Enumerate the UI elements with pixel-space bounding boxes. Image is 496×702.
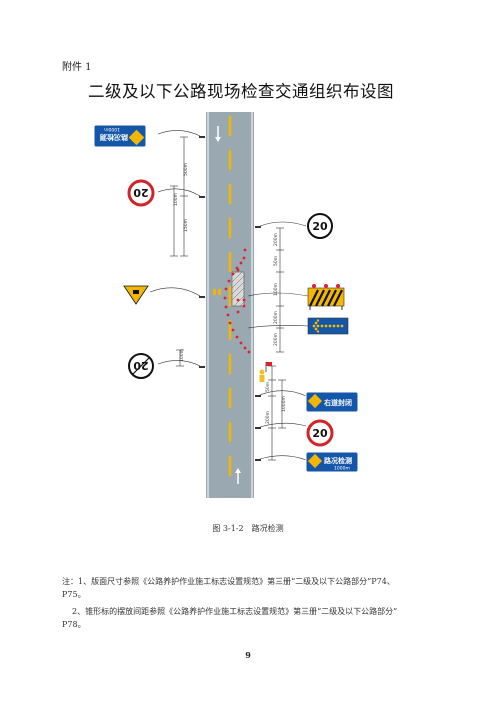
speed-limit-sign-right-top: 20 [307, 213, 333, 239]
dimension-lines-left [170, 136, 188, 367]
work-zone [231, 271, 245, 307]
speed-limit-value-left-top: 20 [133, 186, 149, 199]
dim-d1: 500m [183, 163, 189, 176]
page-title: 二级及以下公路现场检查交通组织布设图 [88, 82, 394, 101]
note-2-line-1: 2、锥形标的摆放间距参照《公路养护作业施工标志设置规范》第三册“二级及以下公路部… [72, 607, 398, 616]
flagman [259, 362, 272, 382]
inspection-distance-left: 1000m [104, 126, 120, 132]
note-2-line-2: P78。 [62, 620, 86, 629]
arrow-down-icon [215, 126, 221, 142]
speed-limit-sign-left-bottom: 20 [128, 353, 154, 379]
barrier-sign [307, 284, 345, 310]
note-1-line-1: 注：1、版面尺寸参照《公路养护作业施工标志设置规范》第三册“二级及以下公路部分”… [62, 577, 395, 586]
note-1-line-2: P75。 [62, 590, 86, 599]
lane-closed-text: 右道封闭 [323, 398, 352, 407]
yield-triangle-sign [123, 285, 149, 305]
arrow-up-icon [235, 468, 241, 484]
dim-d7: 100m [273, 283, 279, 296]
dim-d8: 200m [273, 311, 279, 324]
dim-d10: 1000m [281, 396, 287, 412]
dim-d9: 200m [273, 333, 279, 346]
leader-lines [149, 130, 309, 461]
speed-limit-sign-left-top: 20 [127, 179, 155, 207]
traffic-cones [223, 248, 251, 354]
dim-d11: 50m [265, 382, 271, 392]
page-number: 9 [245, 650, 251, 660]
speed-limit-sign-right-bottom: 20 [306, 419, 334, 447]
dim-d5: 200m [273, 233, 279, 246]
inspection-sign-right: 路况检测 1000m [305, 451, 359, 473]
dim-d2: 100m [173, 193, 179, 206]
speed-limit-value-right-bottom: 20 [312, 427, 328, 440]
inspection-sign-left: 路况检测 1000m [93, 124, 147, 148]
arrow-board-sign [307, 317, 349, 335]
attachment-label: 附件 1 [62, 62, 92, 73]
lane-closed-sign: 右道封闭 [305, 391, 359, 413]
dimension-lines-right [268, 227, 286, 461]
dim-d3: 150m [183, 219, 189, 232]
inspection-distance-right: 1000m [334, 466, 350, 472]
inspection-text-right: 路况检测 [324, 456, 352, 465]
road-marker [213, 289, 216, 295]
sign-posts [199, 136, 261, 461]
figure-caption: 图 3-1-2 路况检测 [212, 524, 284, 533]
dim-d4: 100m [179, 349, 185, 362]
dim-d12: 200m [265, 411, 271, 424]
inspection-text-left: 路况检测 [100, 133, 128, 142]
dim-d6: 50m [273, 256, 279, 266]
road-marker [218, 289, 221, 295]
speed-limit-value-right-top: 20 [312, 220, 328, 233]
